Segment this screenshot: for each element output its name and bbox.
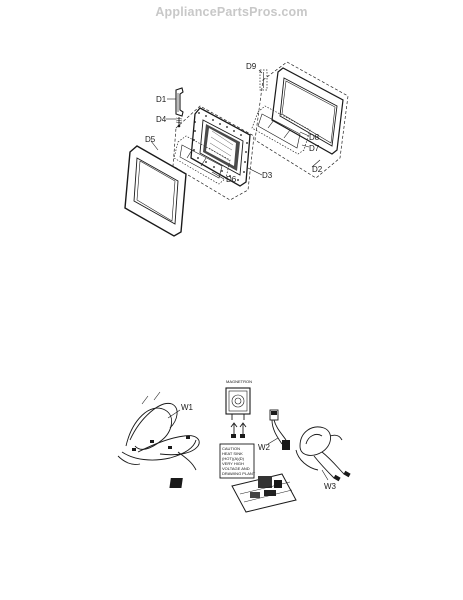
leader-lines xyxy=(150,69,321,180)
magnetron-label: MAGNETRON xyxy=(226,379,252,384)
label-w3: W3 xyxy=(324,482,337,491)
magnetron: MAGNETRON xyxy=(225,379,252,438)
part-d8-glass-pane xyxy=(251,105,311,155)
caution-line-5: VOLTAGE AND xyxy=(222,466,250,471)
label-d7: D7 xyxy=(309,144,320,153)
caution-line-6: DRAWING PLANT xyxy=(222,471,256,476)
door-assembly: D1 D4 D5 D6 D3 D8 D7 D2 D9 xyxy=(124,61,349,237)
leader-w3 xyxy=(321,469,329,481)
label-w2: W2 xyxy=(258,443,271,452)
caution-line-4: VERY HIGH xyxy=(222,461,244,466)
label-d4: D4 xyxy=(156,115,167,124)
part-d6-glass-pane xyxy=(173,135,231,185)
part-w1-harness xyxy=(117,391,200,471)
label-w1: W1 xyxy=(181,403,194,412)
part-d1-handle xyxy=(175,87,184,117)
watermark-text: AppliancePartsPros.com xyxy=(155,5,308,19)
control-board xyxy=(169,473,297,513)
label-d6: D6 xyxy=(226,175,237,184)
part-w3-harness xyxy=(295,426,351,482)
leader-w1 xyxy=(167,409,181,419)
caution-label: CAUTION HEAT SINK (HOT)(A)(D) VERY HIGH … xyxy=(219,443,256,479)
part-d3-inner-door xyxy=(190,107,251,187)
label-d1: D1 xyxy=(156,95,167,104)
wiring-assembly: W1 MAGNETRON CAUTION HEAT SINK (HOT)(A)(… xyxy=(117,379,351,513)
caution-line-2: HEAT SINK xyxy=(222,451,243,456)
label-d9: D9 xyxy=(246,62,257,71)
part-d2-enclosure xyxy=(254,61,349,179)
part-w2-connectors xyxy=(269,409,290,450)
label-d5: D5 xyxy=(145,135,156,144)
part-d9-outer-frame xyxy=(271,67,344,155)
caution-line-1: CAUTION xyxy=(222,446,240,451)
label-d8: D8 xyxy=(309,133,320,142)
part-d4-screw xyxy=(175,117,183,128)
leader-w2 xyxy=(267,437,279,445)
caution-line-3: (HOT)(A)(D) xyxy=(222,456,245,461)
part-d9-bracket xyxy=(259,69,268,91)
part-d5-door-frame xyxy=(124,145,187,237)
label-d2: D2 xyxy=(312,165,323,174)
label-d3: D3 xyxy=(262,171,273,180)
